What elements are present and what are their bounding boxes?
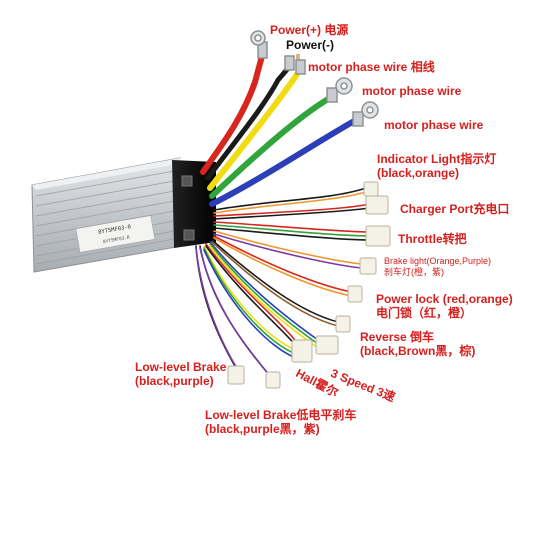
power-lock-line1: Power lock (red,orange) xyxy=(376,292,513,306)
speed3-connector xyxy=(315,335,339,355)
hall-connector xyxy=(291,339,313,363)
indicator-light-line2: (black,orange) xyxy=(377,166,460,180)
low-brake-bottom-line2: (black,purple黑，紫) xyxy=(205,422,320,436)
throttle-connector xyxy=(365,225,391,247)
phase-wire-blue xyxy=(209,117,359,207)
low-brake-bottom-line1: Low-level Brake低电平刹车 xyxy=(205,408,357,422)
low-brake-left-line1: Low-level Brake xyxy=(135,360,227,374)
low-brake-bottom-label: Low-level Brake低电平刹车 (black,purple黑，紫) xyxy=(205,408,356,436)
controller-label: 8YT5MF03-0 xyxy=(98,224,132,236)
power-lock-label: Power lock (red,orange) 电门锁（红，橙） xyxy=(376,292,513,320)
low-brake-left-label: Low-level Brake (black,purple) xyxy=(135,360,226,388)
throttle-label: Throttle转把 xyxy=(398,232,467,246)
power-minus-label: Power(-) xyxy=(286,38,334,52)
ring-terminals xyxy=(250,30,379,127)
power-plus-terminal xyxy=(250,30,268,59)
phase-wire-yellow xyxy=(207,67,303,191)
phase-terminal-green xyxy=(326,77,353,103)
brake-light-label: Brake light(Orange,Purple) 刹车灯(橙，紫) xyxy=(384,256,491,278)
power-minus-terminal xyxy=(284,54,300,71)
reverse-connector xyxy=(335,315,351,333)
reverse-label: Reverse 倒车 (black,Brown黑，棕) xyxy=(360,330,475,358)
connectors xyxy=(227,181,391,389)
power-lock-line2: 电门锁（红，橙） xyxy=(376,306,473,320)
phase-terminal-yellow xyxy=(295,59,306,75)
power-phase-wires xyxy=(200,53,359,207)
low-brake-left-line2: (black,purple) xyxy=(135,374,214,388)
controller-label-2: 8YT5MF03-R xyxy=(103,235,131,246)
power-plus-label: Power(+) 电源 xyxy=(270,23,349,37)
indicator-light-line1: Indicator Light指示灯 xyxy=(377,152,497,166)
controller-housing: 8YT5MF03-0 8YT5MF03-R xyxy=(31,157,216,273)
charger-port-label: Charger Port充电口 xyxy=(400,202,510,216)
low-brake-left-connector xyxy=(227,365,245,385)
power-lock-connector xyxy=(347,285,363,303)
indicator-light-label: Indicator Light指示灯 (black,orange) xyxy=(377,152,496,180)
signal-wires xyxy=(195,187,371,379)
brake-light-line2: 刹车灯(橙，紫) xyxy=(384,267,444,277)
motor-phase-2-label: motor phase wire xyxy=(362,84,462,98)
motor-phase-1-label: motor phase wire 相线 xyxy=(308,60,435,74)
reverse-line1: Reverse 倒车 xyxy=(360,330,435,344)
reverse-line2: (black,Brown黑，棕) xyxy=(360,344,476,358)
brake-light-connector xyxy=(359,257,377,275)
power-minus-wire xyxy=(205,63,293,181)
power-plus-wire xyxy=(200,53,265,175)
indicator-connector xyxy=(363,181,379,197)
motor-phase-3-label: motor phase wire xyxy=(384,118,484,132)
brake-light-line1: Brake light(Orange,Purple) xyxy=(384,256,492,266)
low-brake-bottom-connector xyxy=(265,371,281,389)
phase-wire-green xyxy=(209,95,333,199)
charger-connector xyxy=(365,195,389,215)
phase-terminal-blue xyxy=(352,101,379,127)
